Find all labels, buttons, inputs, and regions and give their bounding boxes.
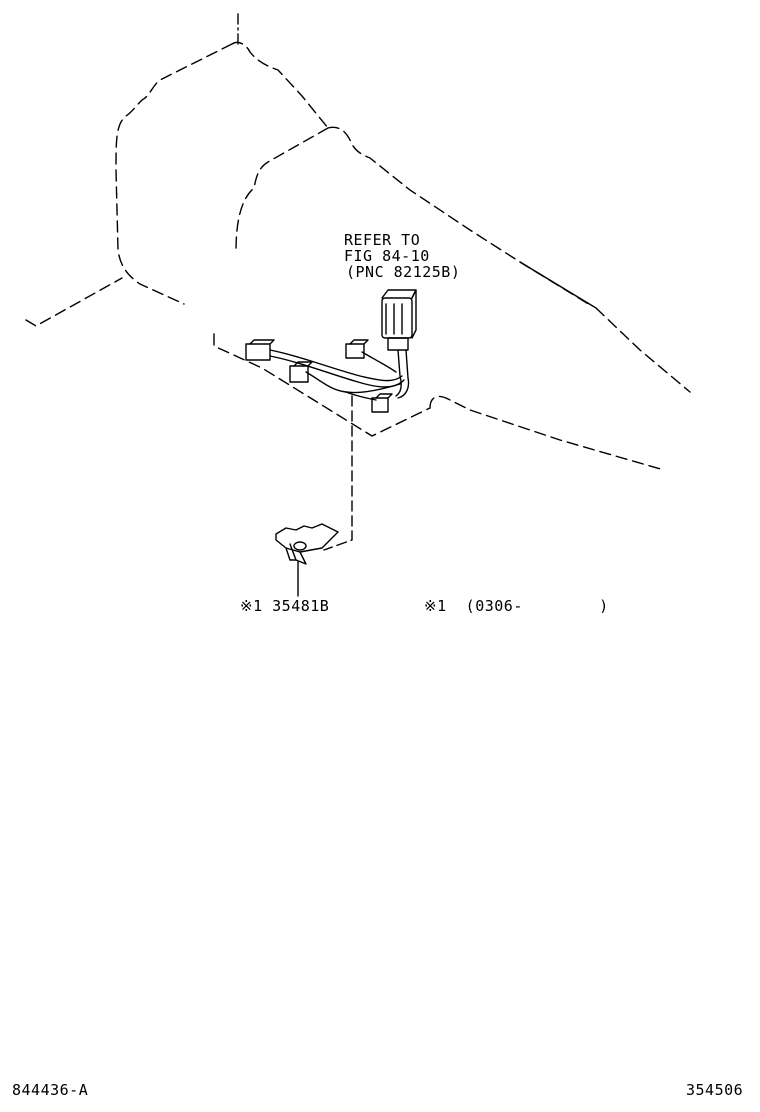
case-bottom xyxy=(213,333,431,437)
leader-line xyxy=(323,395,353,551)
refer-note-line-1: REFER TO xyxy=(344,231,421,249)
connector-left-detail xyxy=(249,339,275,345)
harness-wire-5 xyxy=(361,351,397,373)
connector-middle xyxy=(289,365,309,383)
part-number-label[interactable]: ※1 35481B xyxy=(240,597,330,615)
refer-note-line-2: FIG 84-10 xyxy=(344,247,430,265)
harness-wire-3 xyxy=(305,371,401,394)
footer-left-code: 844436-A xyxy=(12,1081,89,1099)
refer-note-line-3: (PNC 82125B) xyxy=(346,263,461,281)
harness-wire-6 xyxy=(395,349,402,397)
harness-wire-1 xyxy=(269,349,403,382)
case-lower-left xyxy=(115,169,185,305)
connector-left xyxy=(245,343,271,361)
harness-wire-4 xyxy=(345,391,377,401)
harness-wire-7 xyxy=(397,349,410,399)
case-edge-right xyxy=(519,261,597,309)
case-bottom-right xyxy=(429,395,665,471)
transmission-case-outline xyxy=(115,41,329,171)
connector-upper xyxy=(345,343,365,359)
bracket-35481B xyxy=(275,523,339,553)
footnote-label: ※1 (0306- ) xyxy=(424,597,609,615)
connector-lower xyxy=(371,397,389,413)
case-edge-right-dashed xyxy=(595,307,691,393)
case-left-edge xyxy=(25,277,123,327)
bell-housing-outline xyxy=(235,126,591,306)
sensor-collar xyxy=(387,337,409,351)
footer-right-code: 354506 xyxy=(686,1081,744,1099)
